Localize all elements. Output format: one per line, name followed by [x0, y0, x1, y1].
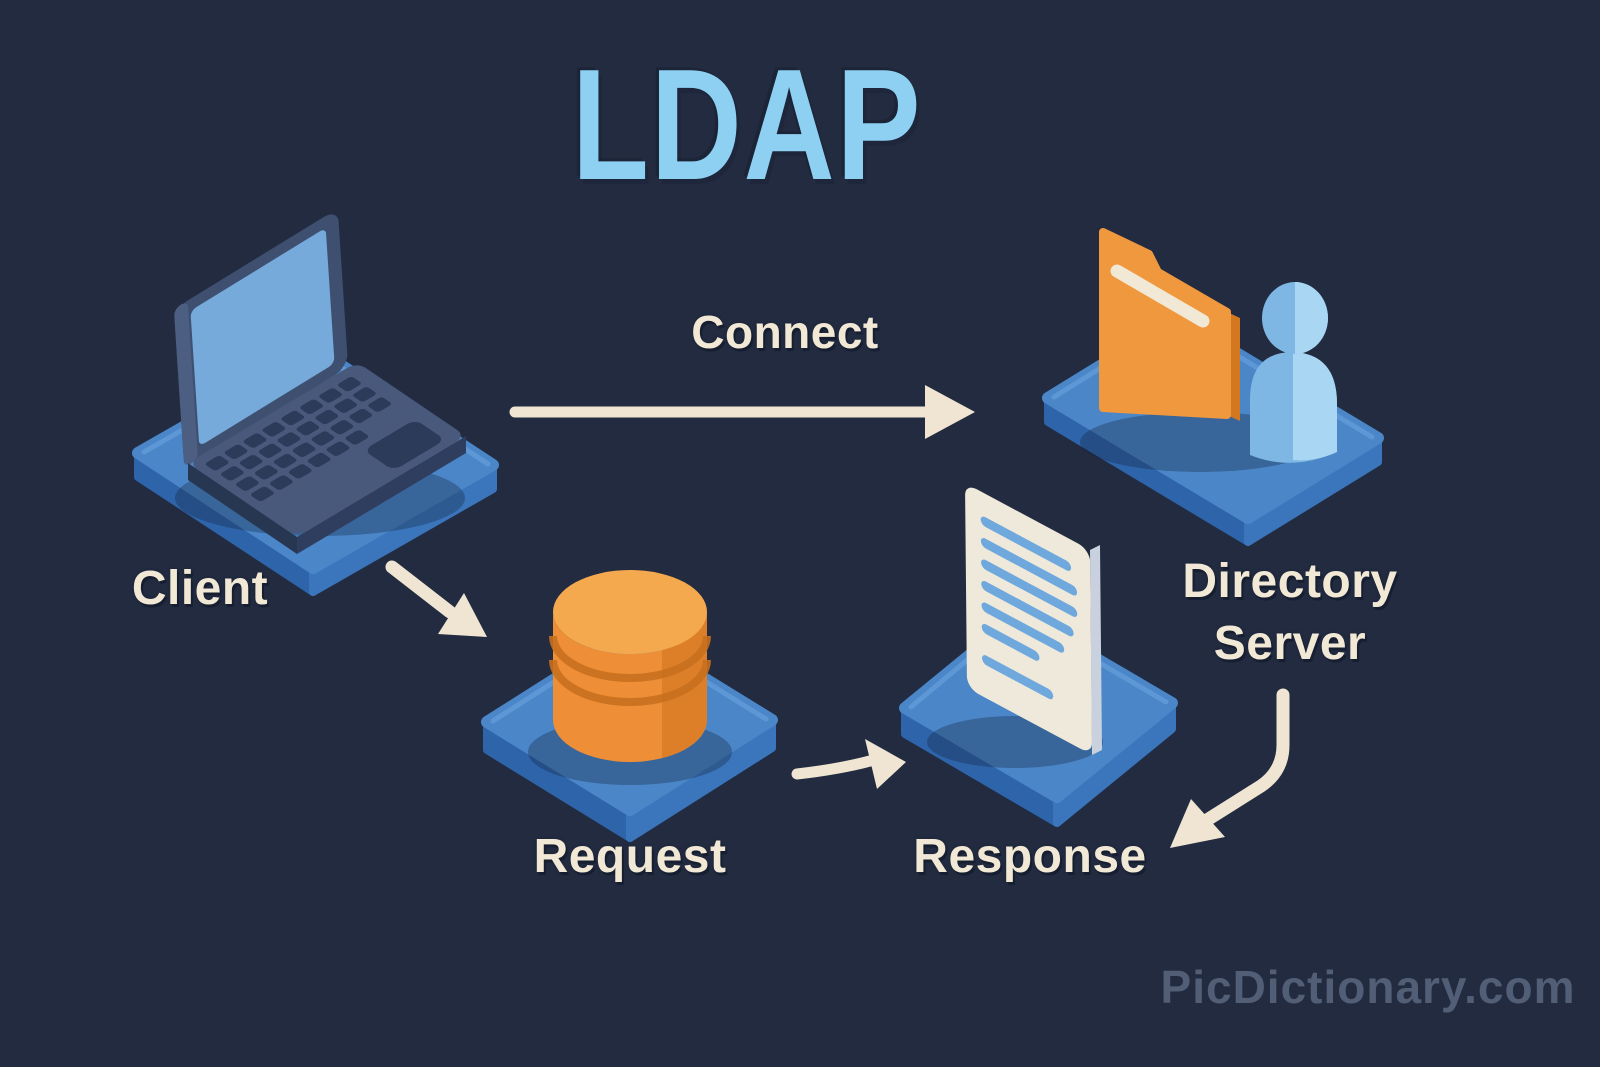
user-icon: [1250, 282, 1337, 463]
request-to-response-arrow-icon: [786, 734, 911, 794]
page-title: LDAP: [571, 37, 923, 213]
response-label: Response: [913, 830, 1147, 883]
database-icon: [549, 570, 711, 762]
client-node: [132, 214, 499, 596]
folder-icon: [1099, 228, 1240, 421]
connect-arrow-icon: [509, 385, 975, 439]
laptop-icon: [174, 214, 466, 554]
folder-stripe: [1110, 264, 1210, 328]
trackpad: [367, 421, 442, 468]
client-label: Client: [131, 562, 269, 615]
connect-label: Connect: [691, 306, 879, 358]
client-to-request-arrow-icon: [385, 560, 487, 637]
document-icon: [965, 487, 1102, 755]
directory-server-label: Directory Server: [1182, 555, 1398, 671]
server-to-response-arrow-icon: [1170, 688, 1290, 848]
request-label: Request: [533, 830, 727, 883]
laptop-screen: [174, 214, 348, 465]
response-node: [899, 487, 1178, 827]
watermark: PicDictionary.com: [1160, 961, 1576, 1013]
request-node: [481, 570, 778, 842]
laptop-keyboard: [188, 365, 466, 554]
directory-server-node: [1042, 228, 1384, 546]
